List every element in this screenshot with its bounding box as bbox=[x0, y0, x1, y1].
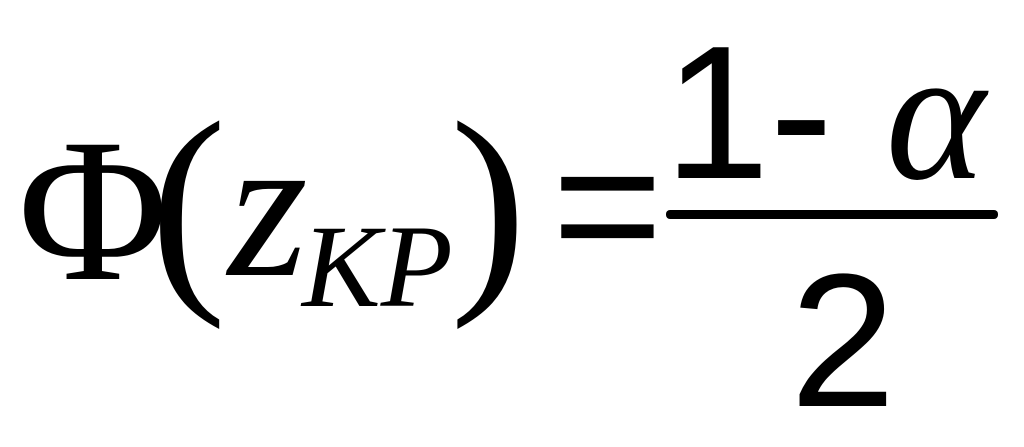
right-parenthesis: ) bbox=[450, 75, 527, 330]
phi-symbol: Φ bbox=[18, 97, 168, 324]
fraction-bar bbox=[666, 210, 998, 219]
left-parenthesis: ( bbox=[150, 75, 227, 330]
alpha-symbol: α bbox=[885, 10, 986, 220]
equals-sign: = bbox=[552, 99, 663, 311]
fraction-denominator: 2 bbox=[790, 235, 896, 447]
variable-z: z bbox=[228, 93, 308, 320]
fraction-numerator: 1- α bbox=[664, 18, 985, 210]
subscript-kp: KP bbox=[302, 201, 453, 332]
numerator-one-minus: 1- bbox=[664, 7, 886, 219]
formula: Φ ( z KP ) = 1- α 2 bbox=[18, 18, 998, 436]
